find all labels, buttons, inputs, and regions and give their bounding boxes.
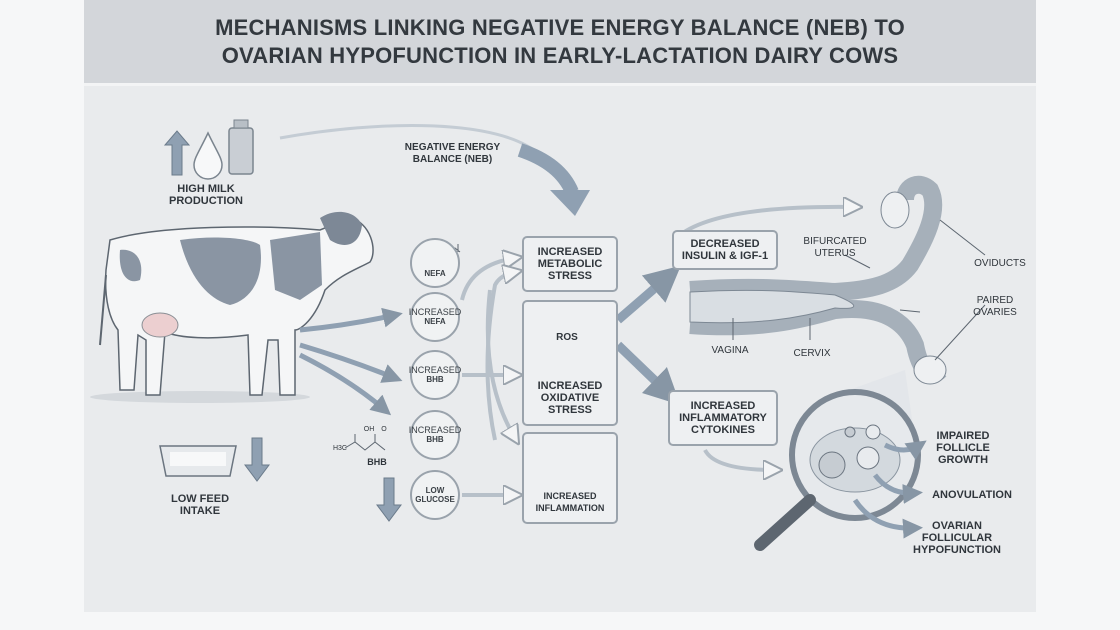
metabolite-name: BHB [426, 435, 444, 444]
insulin-igf1-label: DECREASED INSULIN & IGF-1 [681, 238, 769, 262]
chem-oh: OH [363, 426, 375, 433]
metabolic-stress-label: INCREASED METABOLIC STRESS [537, 246, 603, 282]
feed-tray-icon [159, 445, 237, 477]
dairy-cow-illustration [90, 211, 374, 403]
metabolite-stress-arrows [460, 207, 855, 495]
inflammation-label: INCREASED INFLAMMATION [535, 491, 605, 513]
cervix-label: CERVIX [793, 348, 831, 359]
metabolite-circle-nefa: NEFA [410, 238, 460, 288]
low-glucose-down-arrow-icon [376, 477, 402, 522]
up-arrow-icon [163, 130, 191, 176]
outcome-anovulation: ANOVULATION [932, 489, 1012, 501]
title-line-2: OVARIAN HYPOFUNCTION IN EARLY-LACTATION … [221, 43, 899, 68]
metabolite-name: NEFA [424, 317, 446, 326]
neb-arrow [279, 124, 590, 216]
title-line-1: MECHANISMS LINKING NEGATIVE ENERGY BALAN… [215, 15, 905, 40]
ros-label: ROS [556, 332, 578, 343]
oxidative-stress-box: INCREASED OXIDATIVE STRESS [522, 300, 618, 426]
metabolite-name: GLUCOSE [415, 495, 455, 504]
neb-label: NEGATIVE ENERGY BALANCE (NEB) [404, 142, 501, 165]
bhb-molecule-label: BHB [367, 457, 387, 467]
bhb-molecule-icon [344, 434, 386, 451]
metabolite-name: NEFA [424, 269, 446, 278]
magnifier-ovary-zoom [754, 370, 921, 551]
reproductive-tract-illustration [689, 175, 986, 385]
metabolite-qualifier: INCREASED [408, 365, 462, 375]
metabolite-qualifier: LOW [425, 486, 445, 495]
title-bar: MECHANISMS LINKING NEGATIVE ENERGY BALAN… [84, 0, 1036, 86]
oxidative-stress-label: INCREASED OXIDATIVE STRESS [537, 380, 603, 416]
milk-can-icon [228, 119, 254, 175]
metabolite-name: BHB [426, 375, 444, 384]
cytokines-label: INCREASED INFLAMMATORY CYTOKINES [679, 400, 767, 436]
metabolite-qualifier: INCREASED [408, 307, 462, 317]
chem-o: O [381, 426, 387, 433]
insulin-igf1-box: DECREASED INSULIN & IGF-1 [672, 230, 778, 270]
outcome-impaired-follicle-growth: IMPAIRED FOLLICLE GROWTH [936, 430, 990, 466]
cow-metabolite-arrows [298, 307, 403, 416]
stress-hormone-arrows [614, 265, 681, 405]
uterus-label: BIFURCATED UTERUS [803, 236, 867, 259]
metabolite-qualifier: INCREASED [408, 425, 462, 435]
chem-h3c: H3C [332, 445, 347, 452]
low-feed-intake-label: LOW FEED INTAKE [170, 493, 230, 517]
metabolic-stress-box: INCREASED METABOLIC STRESS [522, 236, 618, 292]
diagram-title: MECHANISMS LINKING NEGATIVE ENERGY BALAN… [84, 0, 1036, 70]
milk-drop-icon [193, 131, 223, 180]
oviducts-label: OVIDUCTS [974, 258, 1026, 269]
ovaries-label: PAIRED OVARIES [973, 295, 1017, 318]
outcome-ovarian-hypofunction: OVARIAN FOLLICULAR HYPOFUNCTION [913, 520, 1001, 556]
cytokines-box: INCREASED INFLAMMATORY CYTOKINES [668, 390, 778, 446]
inflammation-box: INCREASED INFLAMMATION [522, 432, 618, 524]
down-arrow-icon [244, 437, 270, 482]
vagina-label: VAGINA [711, 345, 749, 356]
outcome-arrows [852, 440, 927, 539]
high-milk-production-label: HIGH MILK PRODUCTION [169, 183, 243, 207]
